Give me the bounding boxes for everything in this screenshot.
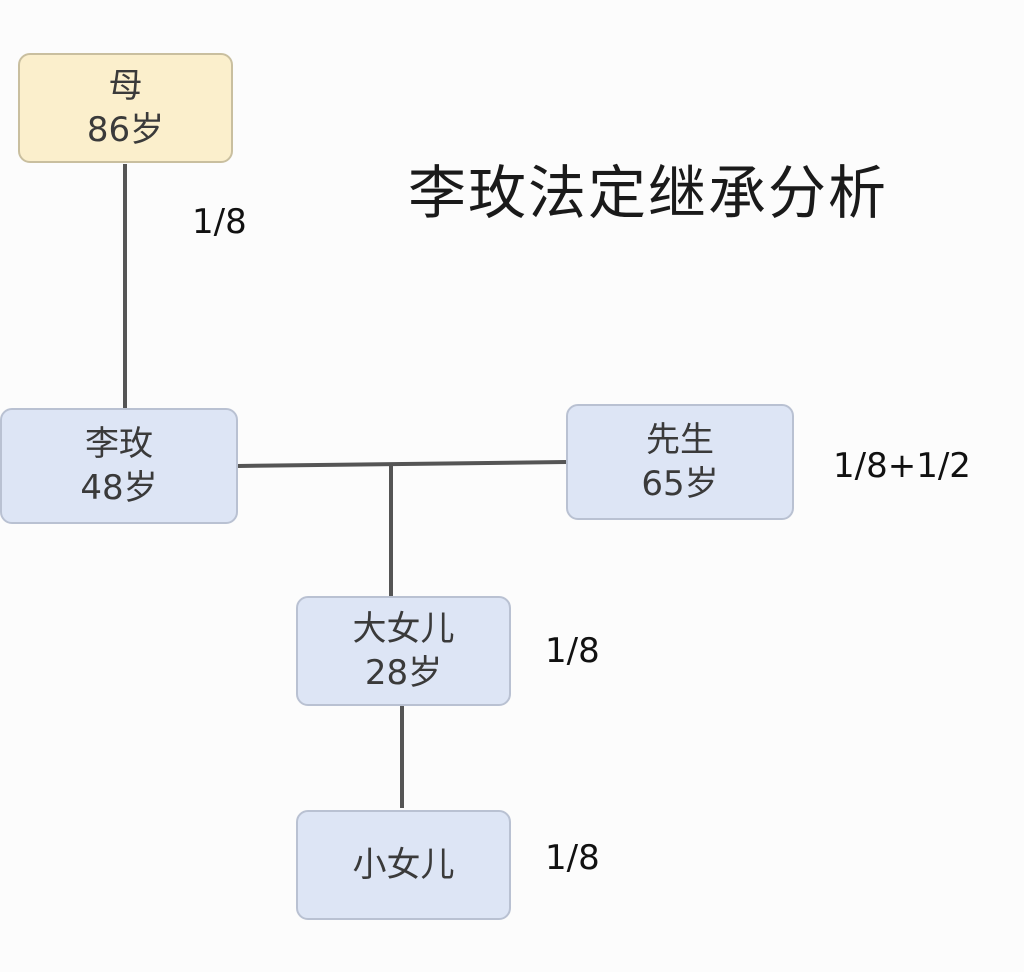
share-husband: 1/8+1/2 (833, 446, 971, 486)
share-mother: 1/8 (192, 202, 247, 242)
node-mother-name: 母 (108, 66, 143, 106)
node-elder-daughter: 大女儿 28岁 (296, 596, 511, 706)
node-younger-daughter-name: 小女儿 (352, 845, 455, 885)
node-li-mei-age: 48岁 (80, 468, 158, 508)
node-elder-daughter-age: 28岁 (364, 653, 443, 693)
marriage-line (237, 460, 567, 468)
node-mother-age: 86岁 (86, 110, 165, 150)
diagram-title: 李玫法定继承分析 (408, 159, 889, 227)
node-younger-daughter: 小女儿 (296, 810, 511, 920)
node-husband-age: 65岁 (641, 464, 719, 504)
node-li-mei-name: 李玫 (85, 424, 153, 464)
node-mother: 母 86岁 (18, 53, 233, 163)
node-li-mei: 李玫 48岁 (0, 408, 238, 524)
share-elder-daughter: 1/8 (545, 631, 600, 671)
node-husband: 先生 65岁 (566, 404, 794, 520)
share-younger-daughter: 1/8 (545, 838, 600, 878)
node-husband-name: 先生 (646, 420, 714, 460)
node-elder-daughter-name: 大女儿 (352, 609, 455, 649)
